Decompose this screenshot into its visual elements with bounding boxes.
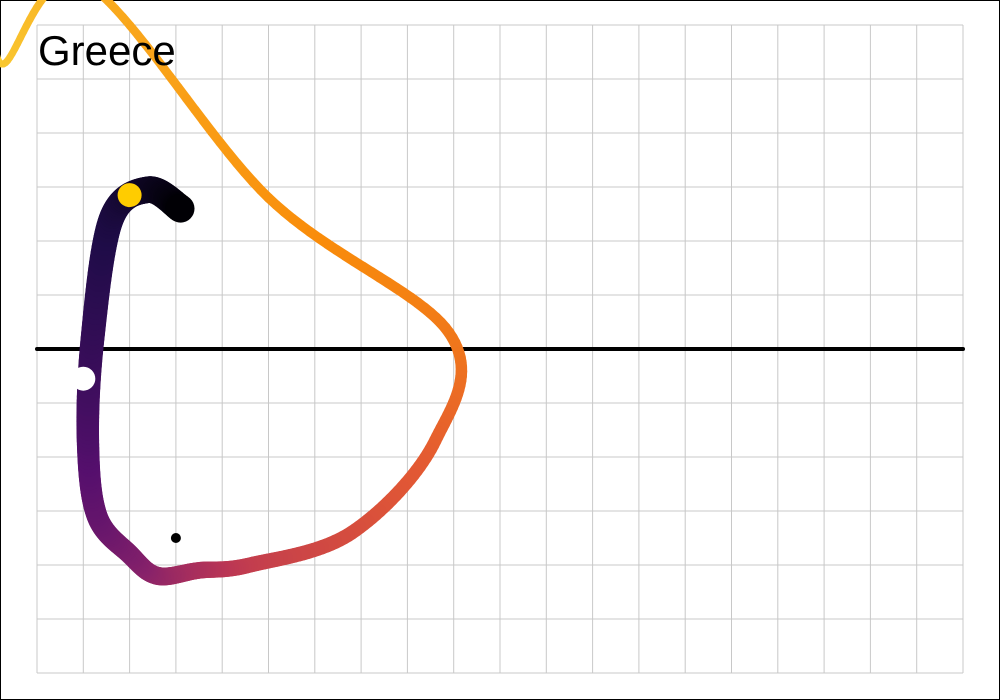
series-segment bbox=[36, 0, 47, 6]
data-point-marker bbox=[117, 183, 142, 208]
data-point-marker bbox=[170, 533, 181, 543]
series-path bbox=[0, 0, 468, 586]
data-point-marker bbox=[71, 366, 96, 391]
markers bbox=[71, 183, 181, 543]
chart-title: Greece bbox=[38, 27, 176, 74]
